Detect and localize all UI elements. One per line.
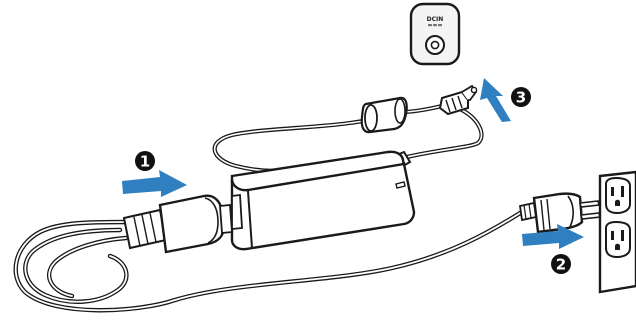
dc-plug bbox=[438, 84, 478, 116]
ac-power-cord bbox=[13, 207, 528, 313]
wall-outlet bbox=[598, 170, 636, 294]
power-adapter-brick bbox=[230, 150, 416, 251]
ac-inlet-plug bbox=[122, 194, 233, 254]
step-3-arrow bbox=[480, 78, 511, 122]
step-2-arrow bbox=[522, 224, 584, 249]
step-2-badge: 2 bbox=[551, 254, 571, 274]
step-2-number: 2 bbox=[556, 256, 566, 274]
step-3-number: 3 bbox=[516, 89, 526, 107]
dc-in-port: DCIN === bbox=[409, 2, 461, 66]
step-3-badge: 3 bbox=[511, 87, 531, 107]
ferrite-core bbox=[360, 96, 408, 134]
dc-symbol: === bbox=[427, 22, 442, 29]
step-1-arrow bbox=[122, 170, 187, 197]
step-1-badge: 1 bbox=[135, 151, 155, 171]
step-1-number: 1 bbox=[140, 153, 150, 171]
dc-in-label: DCIN bbox=[427, 16, 444, 23]
